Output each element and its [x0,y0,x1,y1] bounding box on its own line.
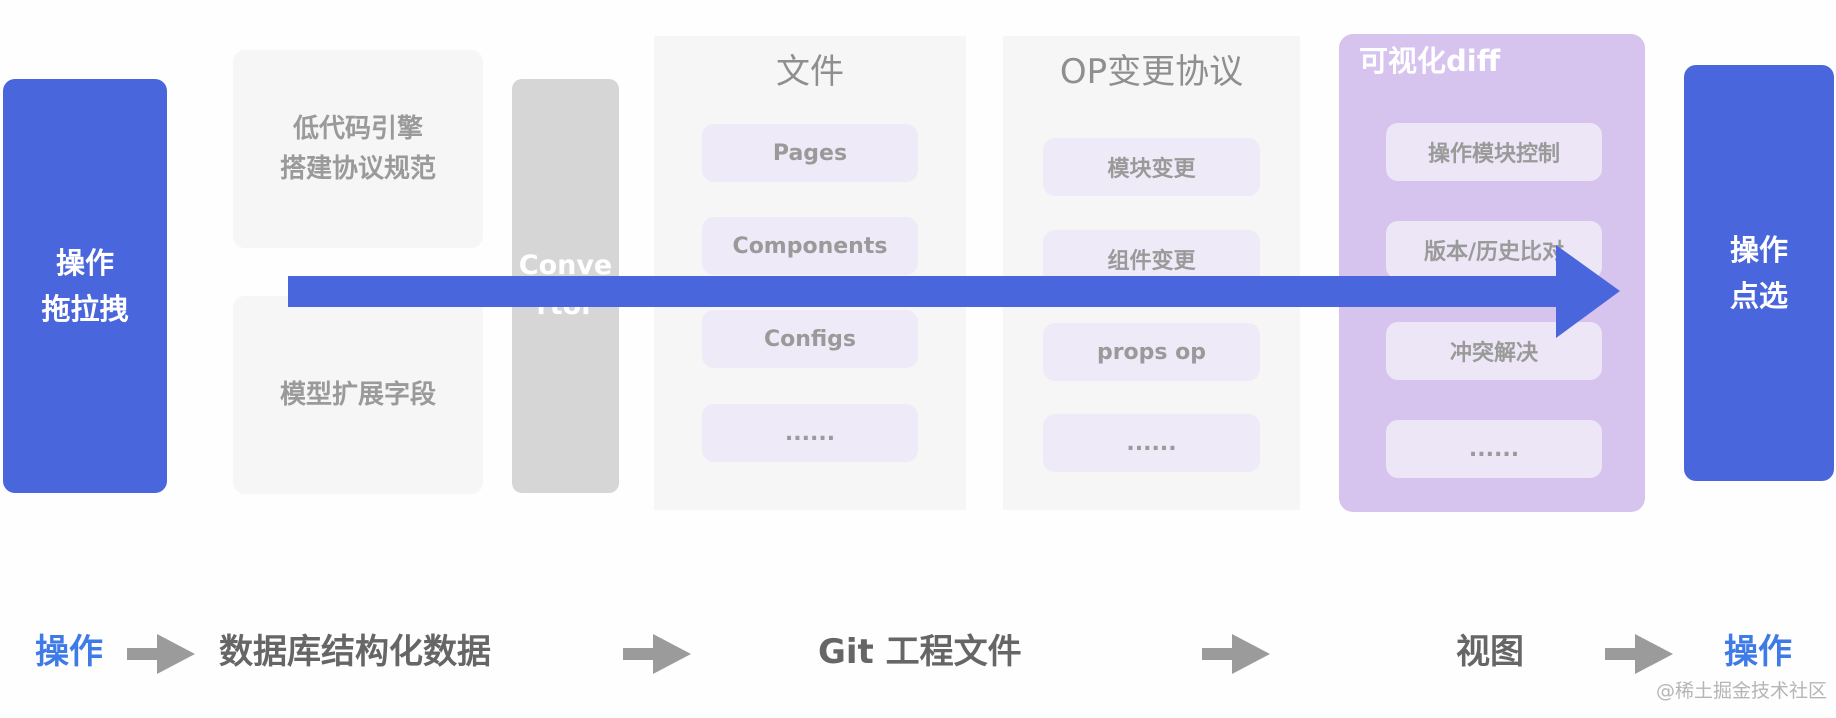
file-item-more: ...... [702,404,918,462]
diff-item-version-compare: 版本/历史比对 [1386,221,1602,279]
main-flow-arrow-head [1556,245,1620,338]
select-operation-box: 操作 点选 [1684,65,1834,481]
bottom-view: 视图 [1456,632,1524,672]
bottom-arrow-1 [127,634,195,674]
engine-protocol-card: 低代码引擎 搭建协议规范 [233,50,483,248]
file-item-components: Components [702,217,918,275]
engine-line-2: 搭建协议规范 [279,154,436,184]
bottom-arrow-3 [1202,634,1270,674]
model-line-1: 模型扩展字段 [279,380,436,410]
bottom-git-files: Git 工程文件 [818,632,1022,672]
diff-item-module-control: 操作模块控制 [1386,123,1602,181]
op-column-title: OP变更协议 [1059,52,1244,92]
diff-item-more: ...... [1386,420,1602,478]
files-column: 文件 Pages Components Configs ...... [654,36,966,510]
file-item-pages: Pages [702,124,918,182]
model-extension-card: 模型扩展字段 [233,296,483,494]
op-item-props-op: props op [1043,323,1260,381]
engine-line-1: 低代码引擎 [292,114,423,144]
bottom-database-data: 数据库结构化数据 [219,632,491,672]
converter-line-1: Conve [518,250,613,281]
bottom-arrow-4 [1605,634,1673,674]
main-flow-arrow-shaft [288,276,1570,307]
op-item-more: ...... [1043,414,1260,472]
visual-diff-title: 可视化diff [1359,44,1501,78]
drag-operation-line-1: 操作 [55,246,114,280]
op-item-module-change: 模块变更 [1043,138,1260,196]
bottom-end-operation: 操作 [1724,632,1792,672]
watermark: @稀土掘金技术社区 [1656,680,1828,702]
files-column-title: 文件 [776,52,844,92]
drag-operation-box: 操作 拖拉拽 [3,79,167,493]
bottom-start-operation: 操作 [35,632,103,672]
op-protocol-column: OP变更协议 模块变更 组件变更 props op ...... [1003,36,1300,510]
select-operation-line-1: 操作 [1729,233,1788,267]
bottom-arrow-2 [623,634,691,674]
diff-item-conflict-resolve: 冲突解决 [1386,322,1602,380]
file-item-configs: Configs [702,310,918,368]
drag-operation-line-2: 拖拉拽 [41,292,129,326]
select-operation-line-2: 点选 [1729,279,1788,313]
